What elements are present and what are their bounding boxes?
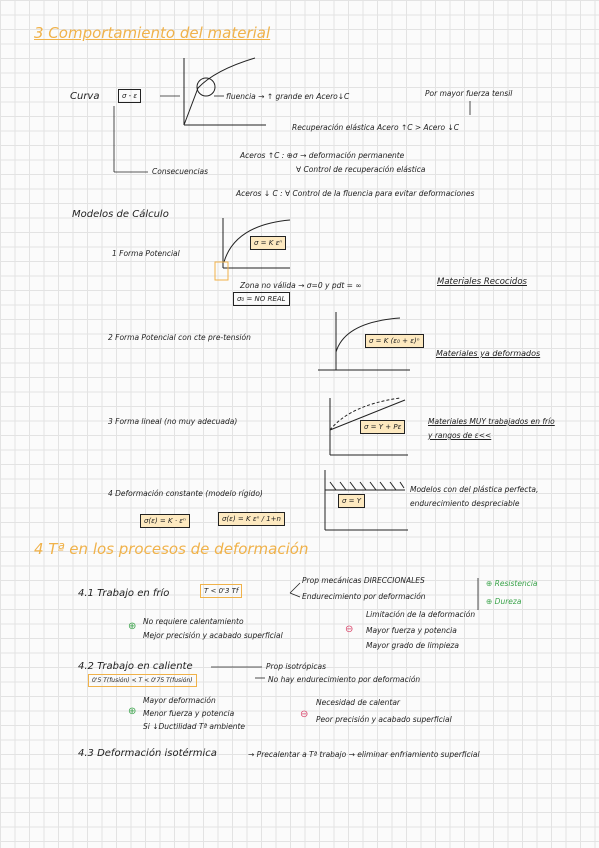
recuperacion-note: Recuperación elástica Acero ↑C > Acero ↓… xyxy=(292,123,459,132)
curva-label: Curva xyxy=(70,91,100,102)
h41-pro-2: Mejor precisión y acabado superficial xyxy=(143,631,283,640)
minus-icon: ⊖ xyxy=(345,624,354,635)
h42-con-2: Peor precisión y acabado superficial xyxy=(316,715,452,724)
model4-note-1: Modelos con del plástica perfecta, xyxy=(410,485,539,494)
model3-note-1: Materiales MUY trabajados en frío xyxy=(428,417,555,426)
no-endurecimiento: No hay endurecimiento por deformación xyxy=(268,675,421,684)
minus-icon: ⊖ xyxy=(300,709,309,720)
consecuencias-label: Consecuencias xyxy=(152,167,209,176)
h41-box: T < 0'3 Tf xyxy=(200,584,243,598)
model3-graph xyxy=(329,397,408,456)
props-direccionales: Prop mecánicas DIRECCIONALES xyxy=(302,576,425,585)
model4-label: 4 Deformación constante (modelo rígido) xyxy=(108,489,263,498)
model3-equation: σ = Y + Pε xyxy=(360,420,406,434)
curva-box: σ - ε xyxy=(118,89,142,103)
aceros-down-line: Aceros ↓ C : ∀ Control de la fluencia pa… xyxy=(236,189,475,198)
equation-b: σ(ε) = K εⁿ / 1+n xyxy=(218,512,285,526)
endurecimiento: Endurecimiento por deformación xyxy=(302,592,426,601)
dureza: ⊕ Dureza xyxy=(486,597,522,606)
h42: 4.2 Trabajo en caliente xyxy=(78,661,193,672)
h43-text: → Precalentar a Tª trabajo → eliminar en… xyxy=(248,750,480,759)
resistencia: ⊕ Resistencia xyxy=(486,579,538,588)
modelos-title: Modelos de Cálculo xyxy=(72,209,169,220)
h41-con-1: Limitación de la deformación xyxy=(366,610,476,619)
zona-no-valida: Zona no válida → σ=0 y pdt = ∞ xyxy=(240,281,362,290)
section-3-title: 3 Comportamiento del material xyxy=(34,24,271,42)
model2-label: 2 Forma Potencial con cte pre-tensión xyxy=(108,333,251,342)
plus-icon: ⊕ xyxy=(128,706,137,717)
sigma0-box: σ₀ = NO REAL xyxy=(233,292,290,306)
h42-pro-3: Si ↓Ductilidad Tª ambiente xyxy=(143,722,246,731)
model2-equation: σ = K (ε₀ + ε)ⁿ xyxy=(365,334,424,348)
h41: 4.1 Trabajo en frío xyxy=(78,588,170,599)
model3-note-2: y rangos de ε<< xyxy=(428,431,492,440)
deformados-label: Materiales ya deformados xyxy=(436,349,541,358)
h41-con-3: Mayor grado de limpieza xyxy=(366,641,459,650)
h42-pro-2: Menor fuerza y potencia xyxy=(143,709,235,718)
model1-graph xyxy=(214,218,291,281)
model1-label: 1 Forma Potencial xyxy=(112,249,180,258)
plus-icon: ⊕ xyxy=(128,621,137,632)
model4-equation: σ = Y xyxy=(338,494,366,508)
stress-strain-sketch xyxy=(183,57,266,126)
connector-arrows xyxy=(113,95,471,173)
h43: 4.3 Deformación isotérmica xyxy=(78,748,217,759)
model4-graph xyxy=(324,470,408,531)
h42-box: 0'5 T(fusión) < T < 0'75 T(fusión) xyxy=(88,674,197,687)
h41-con-2: Mayor fuerza y potencia xyxy=(366,626,457,635)
equation-a: σ(ε) = K · εⁿ xyxy=(140,514,190,528)
h42-con-1: Necesidad de calentar xyxy=(316,698,401,707)
h42-pro-1: Mayor deformación xyxy=(143,696,216,705)
model2-graph xyxy=(318,312,410,371)
props-isotropicas: Prop isotrópicas xyxy=(266,662,327,671)
aceros-up-line2: ∀ Control de recuperación elástica xyxy=(296,165,426,174)
model3-label: 3 Forma lineal (no muy adecuada) xyxy=(108,417,238,426)
aceros-up-line1: Aceros ↑C : ⊕σ → deformación permanente xyxy=(240,151,405,160)
model1-equation: σ = K εⁿ xyxy=(250,236,287,250)
recocidos-label: Materiales Recocidos xyxy=(437,277,527,287)
mayor-fuerza-note: Por mayor fuerza tensil xyxy=(425,89,513,98)
s4-arrows xyxy=(211,578,479,679)
h41-pro-1: No requiere calentamiento xyxy=(143,617,244,626)
fluencia-note: fluencia → ↑ grande en Acero↓C xyxy=(226,92,350,101)
section-4-title: 4 Tª en los procesos de deformación xyxy=(34,540,309,558)
model4-note-2: endurecimiento despreciable xyxy=(410,499,520,508)
